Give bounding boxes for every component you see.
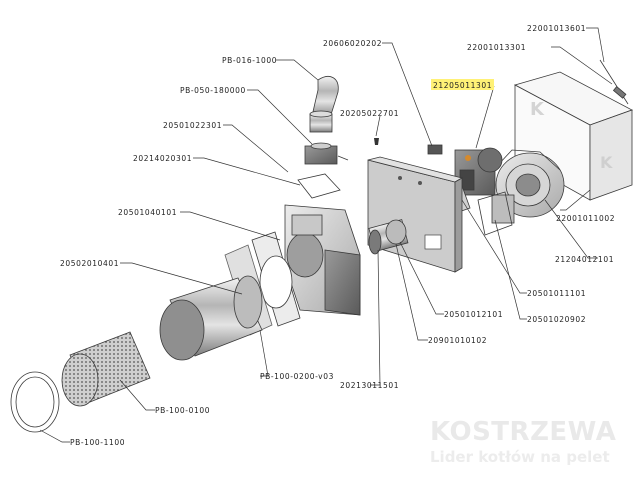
- highlight-box: [431, 79, 494, 90]
- label-20501040101: 20501040101: [118, 208, 177, 217]
- label-22001011002: 22001011002: [556, 214, 615, 223]
- combustion-chamber: [284, 204, 361, 316]
- part-labels: 22001013601 22001013301 20606020202 PB-0…: [60, 24, 615, 447]
- end-ring: [10, 371, 60, 433]
- label-20501022301: 20501022301: [163, 121, 222, 130]
- label-20502010401: 20502010401: [60, 259, 119, 268]
- label-20606020202: 20606020202: [323, 39, 382, 48]
- label-21205011301: 21205011301: [433, 81, 492, 90]
- label-pb-100-0200-v03: PB-100-0200-v03: [260, 372, 334, 381]
- label-20213011501: 20213011501: [340, 381, 399, 390]
- label-pb-100-0100: PB-100-0100: [155, 406, 210, 415]
- svg-text:K: K: [600, 153, 613, 172]
- label-20214020301: 20214020301: [133, 154, 192, 163]
- label-22001013301: 22001013301: [467, 43, 526, 52]
- label-20501012101: 20501012101: [444, 310, 503, 319]
- label-20501011101: 20501011101: [527, 289, 586, 298]
- blower-fan: [491, 149, 565, 224]
- label-pb-050-180000: PB-050-180000: [180, 86, 246, 95]
- control-chip: [427, 144, 443, 155]
- watermark-slogan: Lider kotłów na pelet: [430, 448, 610, 466]
- burner-cylinder: [159, 275, 263, 361]
- label-20901010102: 20901010102: [428, 336, 487, 345]
- label-20501020902: 20501020902: [527, 315, 586, 324]
- svg-text:K: K: [530, 99, 545, 120]
- perforated-grate: [61, 331, 151, 407]
- leader-lines: [39, 27, 613, 443]
- screw: [374, 138, 379, 145]
- label-pb-100-1100: PB-100-1100: [70, 438, 125, 447]
- cover-box: K K: [513, 71, 633, 201]
- watermark-brand: KOSTRZEWA: [430, 417, 616, 447]
- label-21204012101: 21204012101: [555, 255, 614, 264]
- label-22001013601: 22001013601: [527, 24, 586, 33]
- igniter-motor: [454, 147, 503, 196]
- fan-gasket: [477, 191, 513, 236]
- label-20205022701: 20205022701: [340, 109, 399, 118]
- burner-housing-plate: [367, 156, 464, 273]
- feeder-pipe: [309, 76, 339, 133]
- nozzle-flange: [385, 219, 407, 245]
- feeder-connector: [304, 142, 349, 165]
- label-pb-016-1000: PB-016-1000: [222, 56, 277, 65]
- feeder-gasket: [297, 173, 341, 199]
- connector-rod: [599, 59, 629, 105]
